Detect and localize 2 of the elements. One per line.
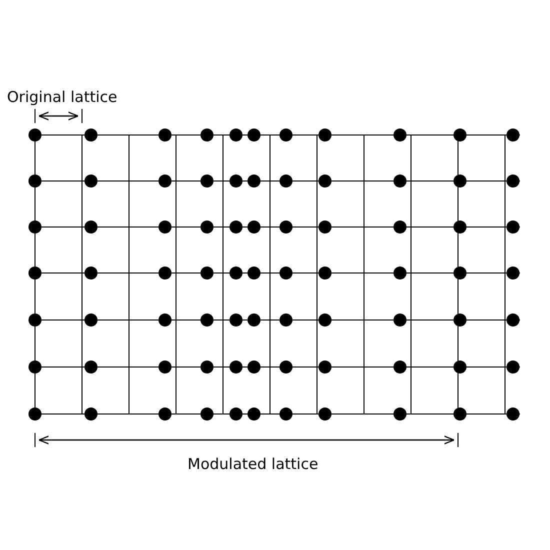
dimension-label: Original lattice [7, 88, 118, 106]
dimension-label: Modulated lattice [188, 455, 318, 473]
